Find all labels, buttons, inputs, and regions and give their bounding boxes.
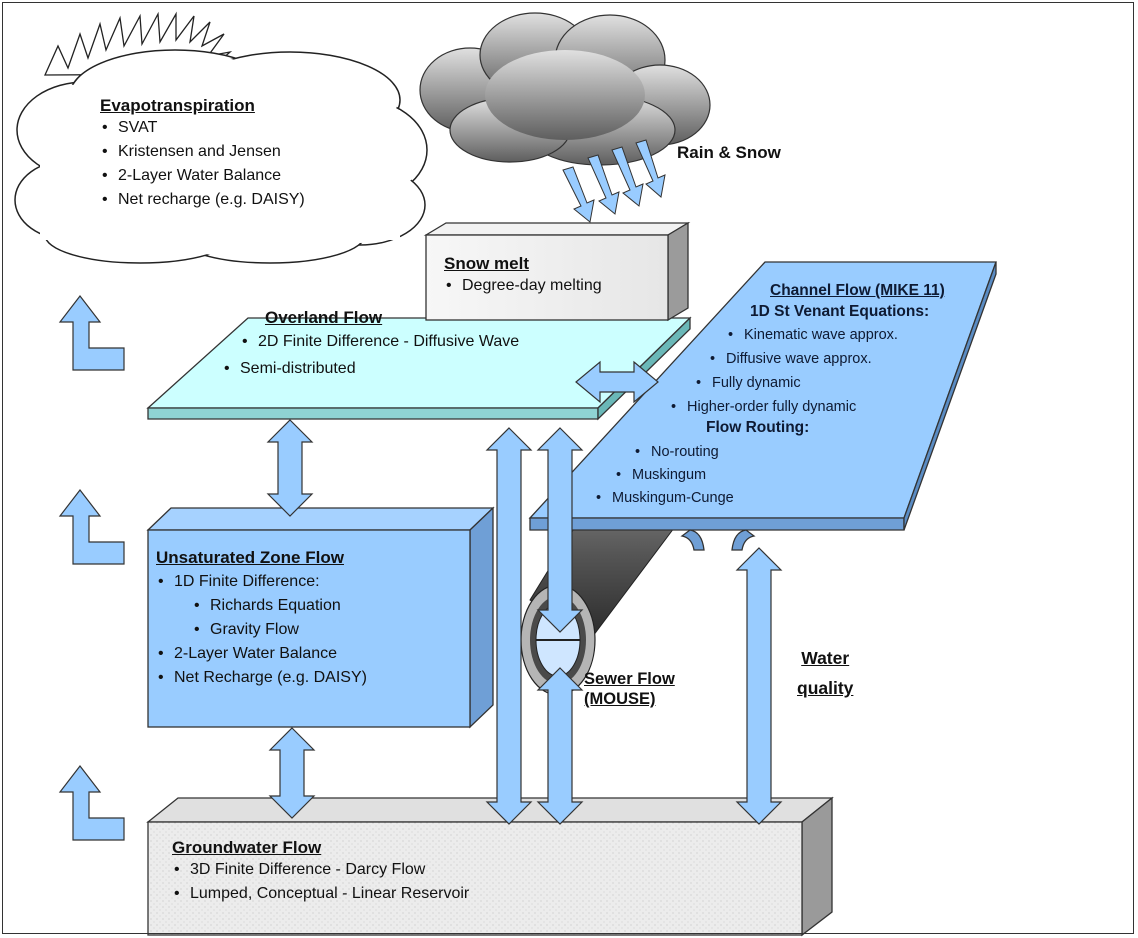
snow-melt-label: Snow melt Degree-day melting [444,254,602,298]
overland-flow-list: Semi-distributed [222,357,356,381]
list-item: Richards Equation [192,594,367,618]
list-item: Muskingum [614,463,706,487]
sewer-groundwater-arrow-icon [536,667,584,825]
unsaturated-zone-label: Unsaturated Zone Flow 1D Finite Differen… [156,548,367,690]
overland-sewer-arrow-icon [536,427,584,633]
channel-list: Muskingum [614,463,706,487]
unsaturated-zone-box [146,506,495,729]
overland-unsat-arrow-icon [266,419,314,517]
unsaturated-zone-title: Unsaturated Zone Flow [156,548,344,567]
unsat-groundwater-arrow-icon [268,727,316,819]
rain-snow-label: Rain & Snow [677,143,781,162]
list-item: Kristensen and Jensen [100,140,305,164]
sewer-flow-label: Sewer Flow (MOUSE) [584,669,675,709]
list-item: 2-Layer Water Balance [100,164,305,188]
groundwater-box [146,796,834,937]
st-venant-heading-wrap: 1D St Venant Equations: [750,301,929,323]
channel-list: No-routing [633,440,719,464]
water-quality-line2: quality [797,678,854,698]
water-quality-label: Water quality [797,643,853,703]
list-item: Muskingum-Cunge [594,486,734,510]
channel-list: Kinematic wave approx. [726,323,898,347]
list-item: Net recharge (e.g. DAISY) [100,188,305,212]
routing-heading: Flow Routing: [706,419,810,436]
routing-heading-wrap: Flow Routing: [706,417,809,439]
evaporation-up-arrow-icon [58,765,125,841]
evaporation-up-arrow-icon [58,295,125,371]
list-item: SVAT [100,116,305,140]
list-item: Lumped, Conceptual - Linear Reservoir [172,882,469,906]
channel-groundwater-arrow-icon [735,547,783,825]
channel-flow-label: Channel Flow (MIKE 11) [770,280,945,302]
list-item: 1D Finite Difference: [156,570,367,594]
list-item: 2D Finite Difference - Diffusive Wave [240,330,519,354]
list-item: Higher-order fully dynamic [669,395,856,419]
channel-list: Fully dynamic [694,371,801,395]
channel-list: Diffusive wave approx. [708,347,872,371]
snow-melt-title: Snow melt [444,254,530,273]
groundwater-title: Groundwater Flow [172,838,322,857]
overland-flow-title: Overland Flow [265,308,383,327]
rain-arrows-icon [562,139,666,223]
list-item: 2-Layer Water Balance [156,642,367,666]
overland-groundwater-arrow-icon [485,427,533,825]
evapotranspiration-label: Evapotranspiration SVAT Kristensen and J… [100,96,305,212]
channel-list: Higher-order fully dynamic [669,395,856,419]
list-item: Gravity Flow [192,618,367,642]
list-item: No-routing [633,440,719,464]
groundwater-label: Groundwater Flow 3D Finite Difference - … [172,838,469,906]
channel-flow-title: Channel Flow (MIKE 11) [770,282,945,299]
list-item: Semi-distributed [222,357,356,381]
list-item: Net Recharge (e.g. DAISY) [156,666,367,690]
list-item: Fully dynamic [694,371,801,395]
overland-channel-arrow-icon [575,360,659,404]
list-item: 3D Finite Difference - Darcy Flow [172,858,469,882]
overland-flow-list: 2D Finite Difference - Diffusive Wave [240,330,519,354]
evaporation-up-arrow-icon [58,489,125,565]
sewer-flow-line2: (MOUSE) [584,690,656,708]
list-item: Kinematic wave approx. [726,323,898,347]
list-item: Diffusive wave approx. [708,347,872,371]
st-venant-heading: 1D St Venant Equations: [750,303,930,320]
list-item: Degree-day melting [444,274,602,298]
evapotranspiration-title: Evapotranspiration [100,96,255,115]
sewer-flow-line1: Sewer Flow [584,670,675,688]
water-quality-line1: Water [801,648,850,668]
channel-list: Muskingum-Cunge [594,486,734,510]
